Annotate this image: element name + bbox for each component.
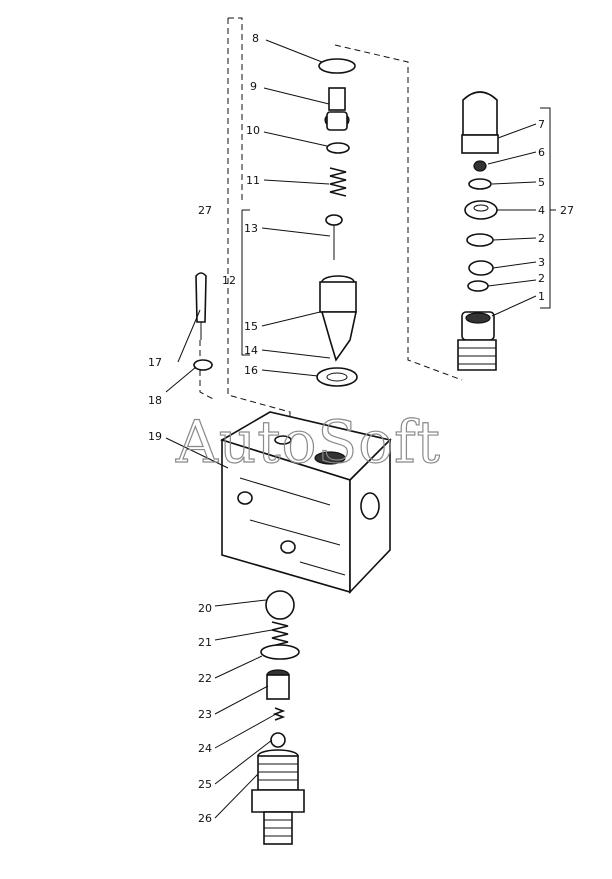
part-19-block (220, 411, 392, 594)
callout-25: 25 (198, 778, 212, 791)
callout-22: 22 (198, 672, 212, 685)
part-8-ring (318, 58, 356, 74)
callout-13: 13 (244, 222, 258, 235)
part-2-ring-lower (467, 280, 489, 292)
part-26-plug (251, 749, 305, 845)
callout-14: 14 (244, 344, 258, 357)
part-22-ring (260, 644, 300, 660)
part-24-spring (272, 707, 286, 721)
part-7-cap (461, 91, 499, 154)
part-4-nut (464, 200, 498, 220)
callout-labels: 1 2 2 3 4 5 6 7 8 9 10 11 12 13 14 15 16… (148, 32, 574, 825)
callout-15: 15 (244, 320, 258, 333)
part-13-pin (325, 214, 343, 260)
callout-12: 12 (222, 274, 236, 287)
callout-7: 7 (538, 118, 545, 131)
callout-2: 2 (538, 232, 545, 245)
part-20-ball (265, 590, 295, 620)
callout-27-left: 27 (198, 204, 212, 217)
part-3-ring (468, 260, 494, 276)
callout-9: 9 (250, 80, 257, 93)
callout-20: 20 (198, 602, 212, 615)
part-15-valve-body (319, 275, 357, 362)
part-10-ring (326, 142, 350, 154)
watermark: AutoSoft (175, 408, 441, 476)
callout-8: 8 (252, 32, 259, 45)
callout-10: 10 (246, 124, 260, 137)
assembly-brackets (199, 17, 551, 425)
part-18-washer (193, 359, 213, 371)
callout-16: 16 (244, 364, 258, 377)
part-2-ring-upper (466, 233, 494, 247)
callout-17: 17 (148, 356, 162, 369)
part-5-washer (468, 178, 492, 190)
part-25-ball (270, 732, 286, 748)
callout-24: 24 (198, 742, 212, 755)
part-16-washer (316, 367, 358, 387)
leader-lines (165, 39, 556, 819)
callout-2: 2 (538, 272, 545, 285)
part-9-cap (324, 87, 350, 131)
callout-27-right: 27 (560, 204, 574, 217)
part-23-sleeve (266, 669, 290, 700)
callout-18: 18 (148, 394, 162, 407)
part-1-fitting (457, 311, 497, 371)
callout-3: 3 (538, 256, 545, 269)
part-11-spring (329, 167, 347, 197)
callout-26: 26 (198, 812, 212, 825)
callout-6: 6 (538, 146, 545, 159)
callout-23: 23 (198, 708, 212, 721)
callout-21: 21 (198, 636, 212, 649)
callout-11: 11 (246, 174, 260, 187)
callout-4: 4 (538, 204, 545, 217)
part-17-probe (195, 272, 207, 323)
callout-19: 19 (148, 430, 162, 443)
part-6-ball (473, 160, 487, 172)
callout-1: 1 (538, 290, 545, 303)
callout-5: 5 (538, 176, 545, 189)
